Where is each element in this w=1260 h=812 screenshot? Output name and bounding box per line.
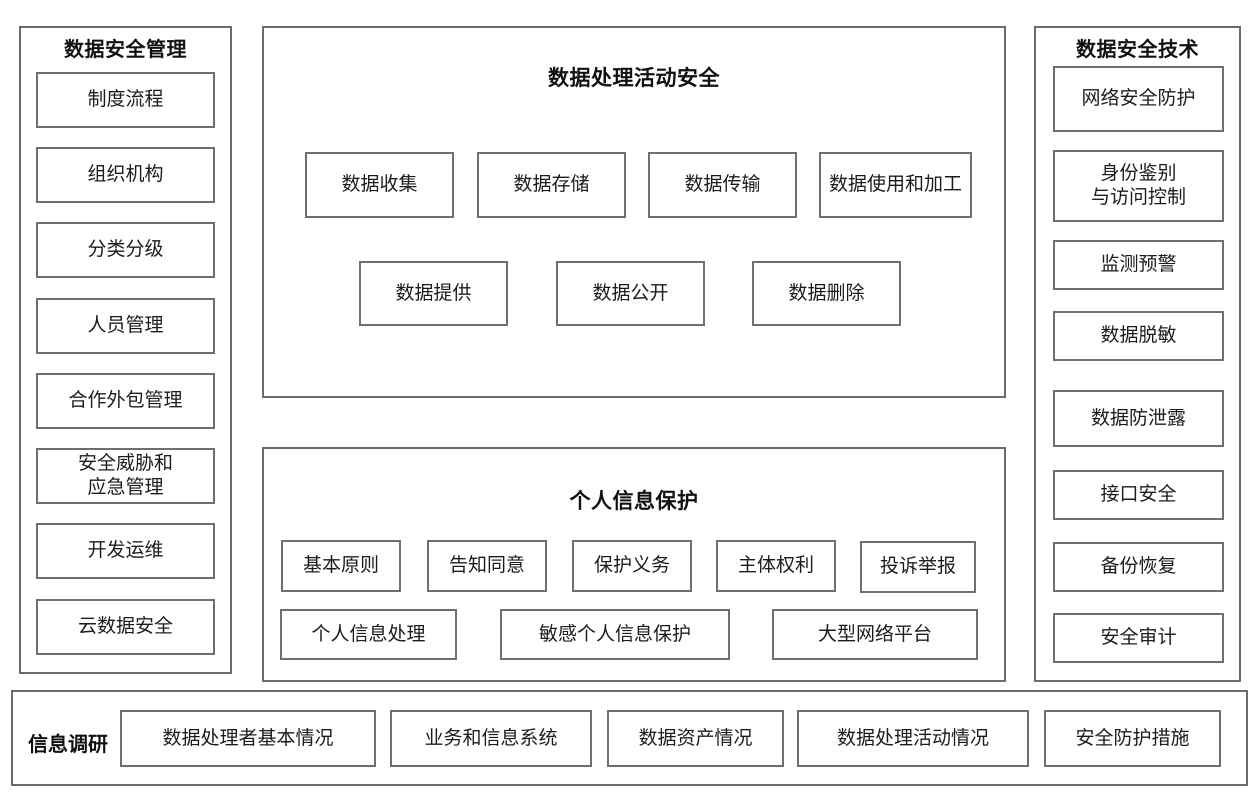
right-item-2[interactable]: 监测预警 (1053, 240, 1224, 290)
right-item-4[interactable]: 数据防泄露 (1053, 390, 1224, 447)
panel-title-personal-information-protection: 个人信息保护 (569, 490, 699, 513)
right-item-0[interactable]: 网络安全防护 (1053, 66, 1224, 132)
center-top-row1-item-0[interactable]: 数据收集 (305, 152, 454, 218)
center-top-row1-item-2[interactable]: 数据传输 (648, 152, 797, 218)
right-item-5[interactable]: 接口安全 (1053, 470, 1224, 520)
center-top-row2-item-2[interactable]: 数据删除 (752, 261, 901, 326)
right-item-6[interactable]: 备份恢复 (1053, 542, 1224, 592)
center-top-row2-item-1[interactable]: 数据公开 (556, 261, 705, 326)
center-bottom-row1-item-3[interactable]: 主体权利 (716, 540, 836, 592)
center-bottom-row1-item-2[interactable]: 保护义务 (572, 540, 692, 592)
left-item-7[interactable]: 云数据安全 (36, 599, 215, 655)
left-item-6[interactable]: 开发运维 (36, 523, 215, 579)
panel-title-data-processing-activity-security: 数据处理活动安全 (548, 67, 720, 90)
bottom-item-3[interactable]: 数据处理活动情况 (797, 710, 1029, 767)
bottom-item-2[interactable]: 数据资产情况 (607, 710, 784, 767)
center-top-row1-item-3[interactable]: 数据使用和加工 (819, 152, 972, 218)
left-item-0[interactable]: 制度流程 (36, 72, 215, 128)
center-bottom-row2-item-2[interactable]: 大型网络平台 (772, 609, 978, 660)
panel-title-data-security-management: 数据安全管理 (64, 39, 187, 61)
center-bottom-row1-item-0[interactable]: 基本原则 (281, 540, 401, 592)
bottom-item-0[interactable]: 数据处理者基本情况 (120, 710, 376, 767)
center-bottom-row1-item-1[interactable]: 告知同意 (427, 540, 547, 592)
left-item-1[interactable]: 组织机构 (36, 147, 215, 203)
left-item-3[interactable]: 人员管理 (36, 298, 215, 354)
center-top-row1-item-1[interactable]: 数据存储 (477, 152, 626, 218)
right-item-1[interactable]: 身份鉴别 与访问控制 (1053, 150, 1224, 222)
right-item-3[interactable]: 数据脱敏 (1053, 311, 1224, 361)
bottom-item-1[interactable]: 业务和信息系统 (390, 710, 592, 767)
center-bottom-row2-item-1[interactable]: 敏感个人信息保护 (500, 609, 730, 660)
center-top-row2-item-0[interactable]: 数据提供 (359, 261, 508, 326)
left-item-2[interactable]: 分类分级 (36, 222, 215, 278)
center-bottom-row1-item-4[interactable]: 投诉举报 (860, 541, 976, 593)
bottom-bar-label: 信息调研 (28, 734, 108, 756)
bottom-item-4[interactable]: 安全防护措施 (1044, 710, 1221, 767)
panel-title-data-security-technology: 数据安全技术 (1076, 39, 1199, 61)
left-item-5[interactable]: 安全威胁和 应急管理 (36, 448, 215, 504)
right-item-7[interactable]: 安全审计 (1053, 613, 1224, 663)
center-bottom-row2-item-0[interactable]: 个人信息处理 (280, 609, 457, 660)
left-item-4[interactable]: 合作外包管理 (36, 373, 215, 429)
